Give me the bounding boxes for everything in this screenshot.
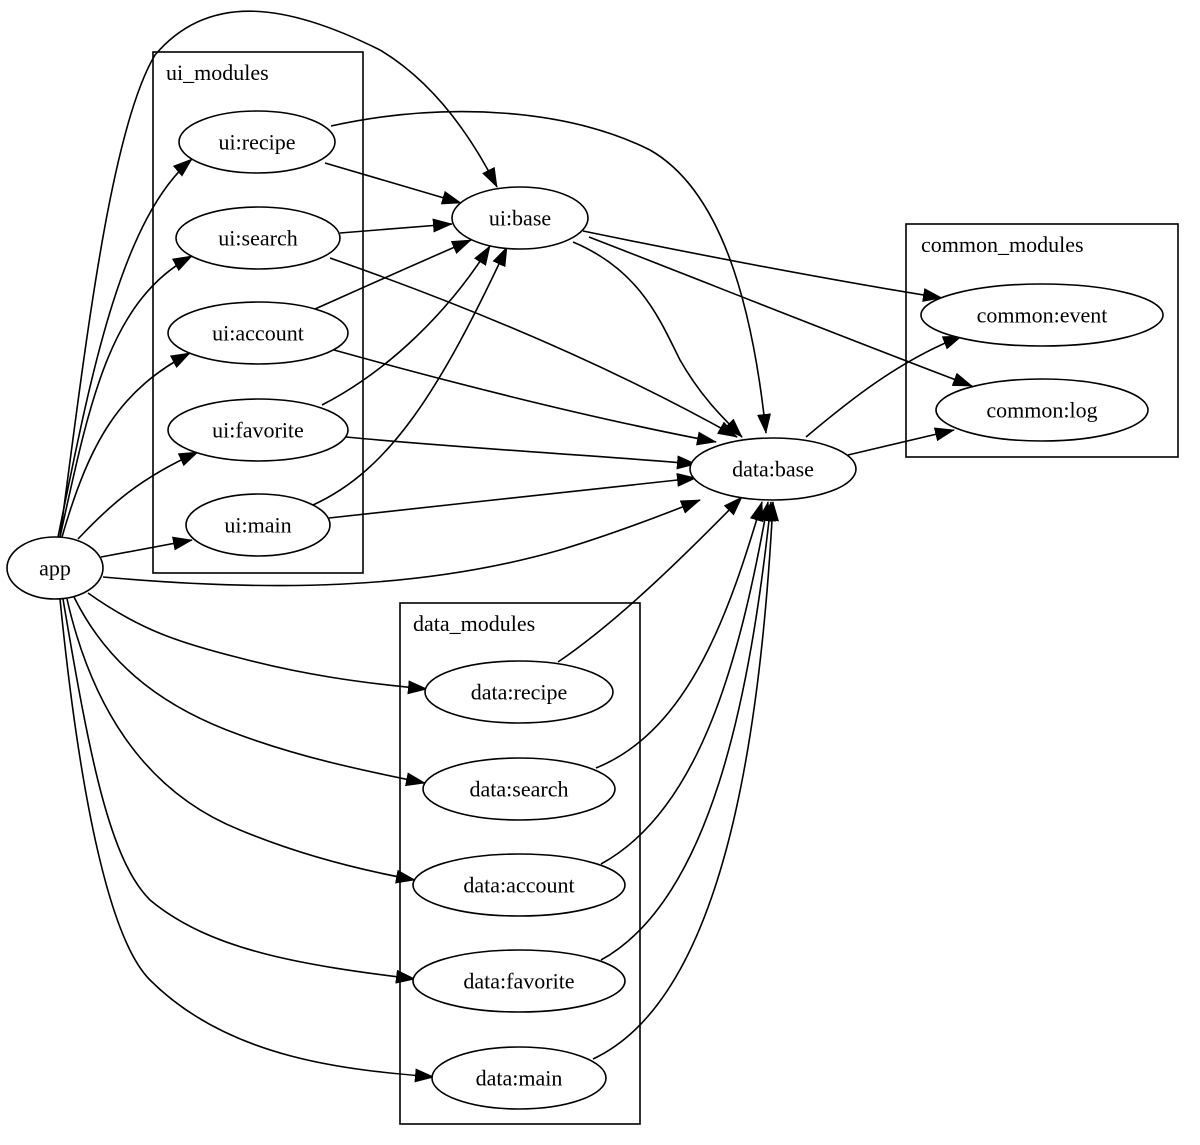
node-data-search[interactable]: data:search: [422, 757, 616, 821]
cluster-label-ui-modules: ui_modules: [166, 60, 269, 85]
node-common-event[interactable]: common:event: [920, 283, 1164, 347]
node-label: app: [39, 556, 71, 581]
edge-app-ui-recipe: [57, 158, 193, 538]
node-ui-account[interactable]: ui:account: [167, 301, 349, 365]
edge-app-data-search: [73, 596, 426, 787]
edge-data-account-data-base: [600, 501, 772, 865]
node-label: ui:account: [212, 321, 304, 346]
edge-app-data-recipe: [87, 592, 428, 695]
node-label: common:event: [977, 303, 1108, 328]
node-data-base[interactable]: data:base: [689, 437, 857, 501]
node-ui-search[interactable]: ui:search: [175, 206, 341, 270]
edges: [57, 10, 973, 1083]
edge-app-ui-base: [59, 10, 498, 538]
edge-data-main-data-base: [592, 501, 779, 1060]
cluster-label-data-modules: data_modules: [413, 611, 535, 636]
node-label: data:favorite: [463, 969, 574, 994]
edge-data-recipe-data-base: [557, 496, 743, 663]
edge-ui-base-common-event: [582, 230, 943, 302]
node-ui-favorite[interactable]: ui:favorite: [167, 398, 349, 462]
edge-ui-main-data-base: [328, 472, 697, 519]
cluster-label-common-modules: common_modules: [921, 232, 1084, 257]
edge-ui-account-ui-base: [314, 239, 472, 310]
node-label: ui:favorite: [212, 418, 304, 443]
edge-app-ui-main: [100, 536, 193, 558]
node-ui-main[interactable]: ui:main: [185, 493, 331, 557]
edge-ui-search-ui-base: [339, 218, 453, 234]
node-common-log[interactable]: common:log: [935, 378, 1149, 442]
node-label: ui:recipe: [219, 130, 296, 155]
edge-app-data-account: [66, 598, 416, 884]
edge-ui-base-data-base: [572, 241, 743, 438]
node-data-recipe[interactable]: data:recipe: [424, 660, 614, 724]
edge-ui-base-common-log: [588, 236, 973, 387]
node-label: data:recipe: [471, 680, 568, 705]
edge-data-base-common-log: [847, 427, 955, 456]
cluster-common-modules: common_modules: [905, 223, 1179, 458]
node-ui-base[interactable]: ui:base: [451, 186, 589, 250]
edge-ui-recipe-ui-base: [324, 162, 462, 205]
node-ui-recipe[interactable]: ui:recipe: [178, 110, 336, 174]
edge-ui-search-data-base: [329, 257, 738, 438]
edge-data-favorite-data-base: [600, 501, 776, 961]
node-label: data:search: [470, 777, 569, 802]
edge-app-data-favorite: [62, 598, 416, 984]
node-label: common:log: [986, 398, 1097, 423]
cluster-ui-modules: ui_modules: [152, 51, 364, 574]
edge-ui-favorite-ui-base: [321, 245, 491, 406]
edge-data-base-common-event: [805, 335, 963, 438]
edge-app-data-base: [102, 499, 701, 587]
node-data-favorite[interactable]: data:favorite: [412, 949, 626, 1013]
node-label: data:base: [732, 457, 814, 482]
edge-ui-main-ui-base: [312, 246, 508, 506]
edge-data-search-data-base: [595, 501, 764, 769]
node-data-main[interactable]: data:main: [431, 1046, 607, 1110]
cluster-data-modules: data_modules: [399, 602, 641, 1125]
edge-ui-favorite-data-base: [345, 436, 697, 470]
edge-app-data-main: [59, 598, 435, 1083]
node-label: data:account: [463, 873, 574, 898]
edge-app-ui-favorite: [77, 451, 199, 540]
edge-ui-recipe-data-base: [330, 110, 771, 434]
node-label: ui:search: [218, 226, 297, 251]
edge-app-ui-search: [59, 255, 193, 538]
node-label: ui:base: [489, 206, 551, 231]
node-label: data:main: [476, 1066, 563, 1091]
node-data-account[interactable]: data:account: [412, 853, 626, 917]
edge-app-ui-account: [61, 352, 191, 538]
node-label: ui:main: [224, 513, 291, 538]
node-app[interactable]: app: [6, 536, 104, 600]
